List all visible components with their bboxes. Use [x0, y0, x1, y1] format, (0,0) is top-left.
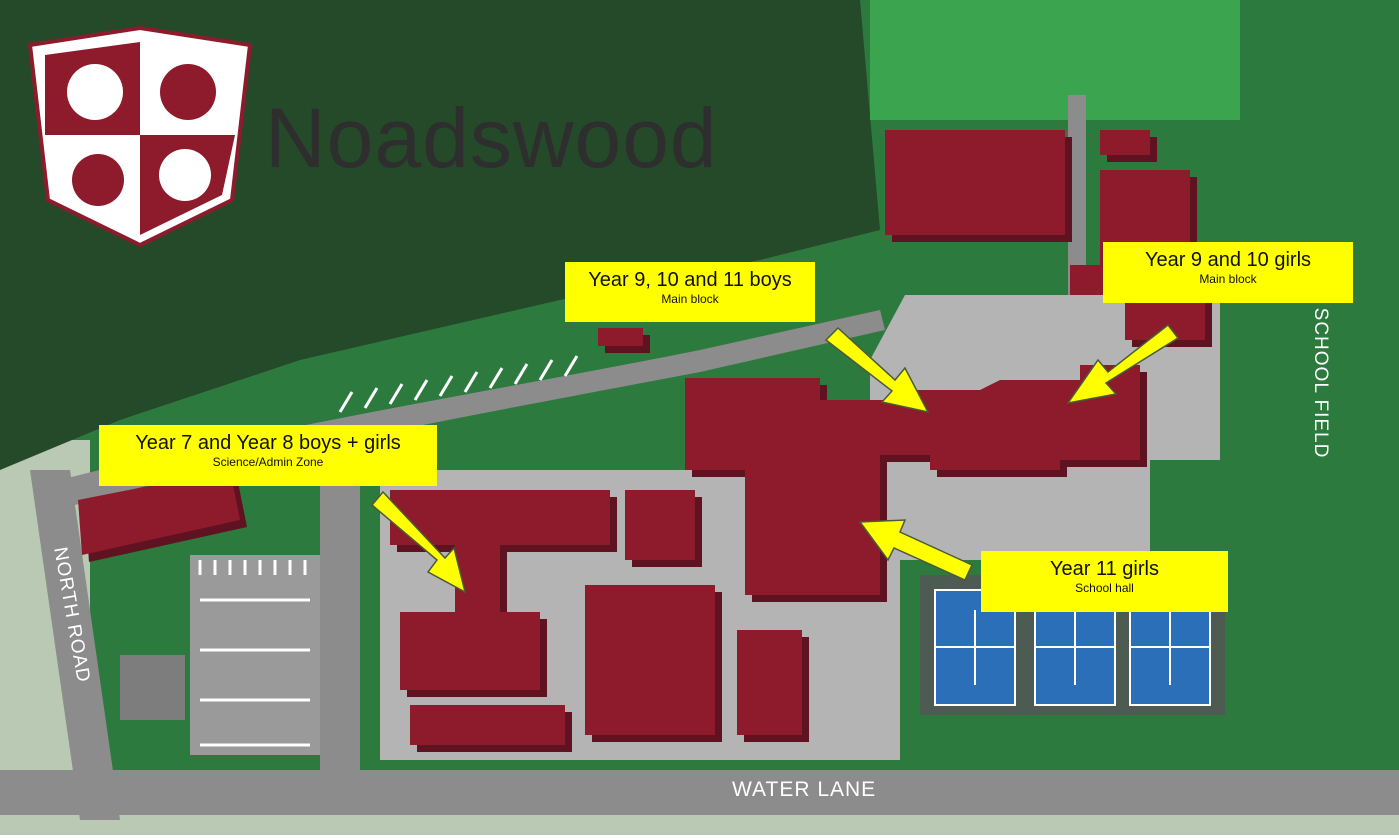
- label-title: Year 7 and Year 8 boys + girls: [135, 432, 401, 454]
- school-crest-icon: [27, 25, 253, 248]
- building-main-block: [685, 365, 1140, 595]
- eagle-icon: [72, 154, 124, 206]
- road-label-water-lane: WATER LANE: [732, 778, 877, 801]
- building-west: [78, 470, 240, 555]
- knight-helmet-icon: [160, 64, 216, 120]
- label-subtitle: Science/Admin Zone: [212, 455, 324, 469]
- arrow-icon: [370, 490, 467, 594]
- building-north-block: [885, 130, 1065, 235]
- arrow-icon: [1066, 323, 1180, 405]
- building-admin-block: [400, 540, 540, 690]
- car-park-lines: [198, 355, 579, 747]
- buildings: [78, 130, 1212, 752]
- lion-icon: [67, 64, 123, 120]
- building: [598, 328, 643, 346]
- building: [1100, 130, 1150, 155]
- water-lane-road: [0, 770, 1399, 815]
- arrow-icon: [858, 519, 973, 581]
- label-title: Year 9, 10 and 11 boys: [588, 269, 792, 291]
- small-grey-building: [120, 655, 185, 720]
- water-lane-verge: [0, 815, 1399, 835]
- building: [410, 705, 565, 745]
- building: [625, 490, 695, 560]
- pointer-arrows: [370, 323, 1180, 594]
- label-year-11-girls: Year 11 girls School hall: [981, 551, 1228, 612]
- label-year-9-10-girls: Year 9 and 10 girls Main block: [1103, 242, 1353, 303]
- label-subtitle: School hall: [1075, 581, 1134, 595]
- road-label-school-field: SCHOOL FIELD: [1310, 307, 1331, 459]
- service-road: [1068, 95, 1086, 295]
- label-title: Year 11 girls: [1050, 558, 1159, 580]
- label-year-9-10-11-boys: Year 9, 10 and 11 boys Main block: [565, 262, 815, 322]
- building-sports-hall: [585, 585, 715, 735]
- building: [737, 630, 802, 735]
- label-subtitle: Main block: [661, 292, 719, 306]
- label-subtitle: Main block: [1199, 272, 1257, 286]
- school-name: Noadswood: [265, 91, 718, 185]
- arrow-icon: [824, 326, 930, 414]
- stag-icon: [159, 149, 211, 201]
- label-year-7-8: Year 7 and Year 8 boys + girls Science/A…: [99, 425, 437, 486]
- north-road: [30, 470, 120, 820]
- building-science-block: [390, 490, 610, 545]
- label-title: Year 9 and 10 girls: [1144, 249, 1312, 271]
- entrance-road: [320, 470, 360, 790]
- pavement-west: [190, 555, 320, 755]
- top-sports-field: [870, 0, 1240, 120]
